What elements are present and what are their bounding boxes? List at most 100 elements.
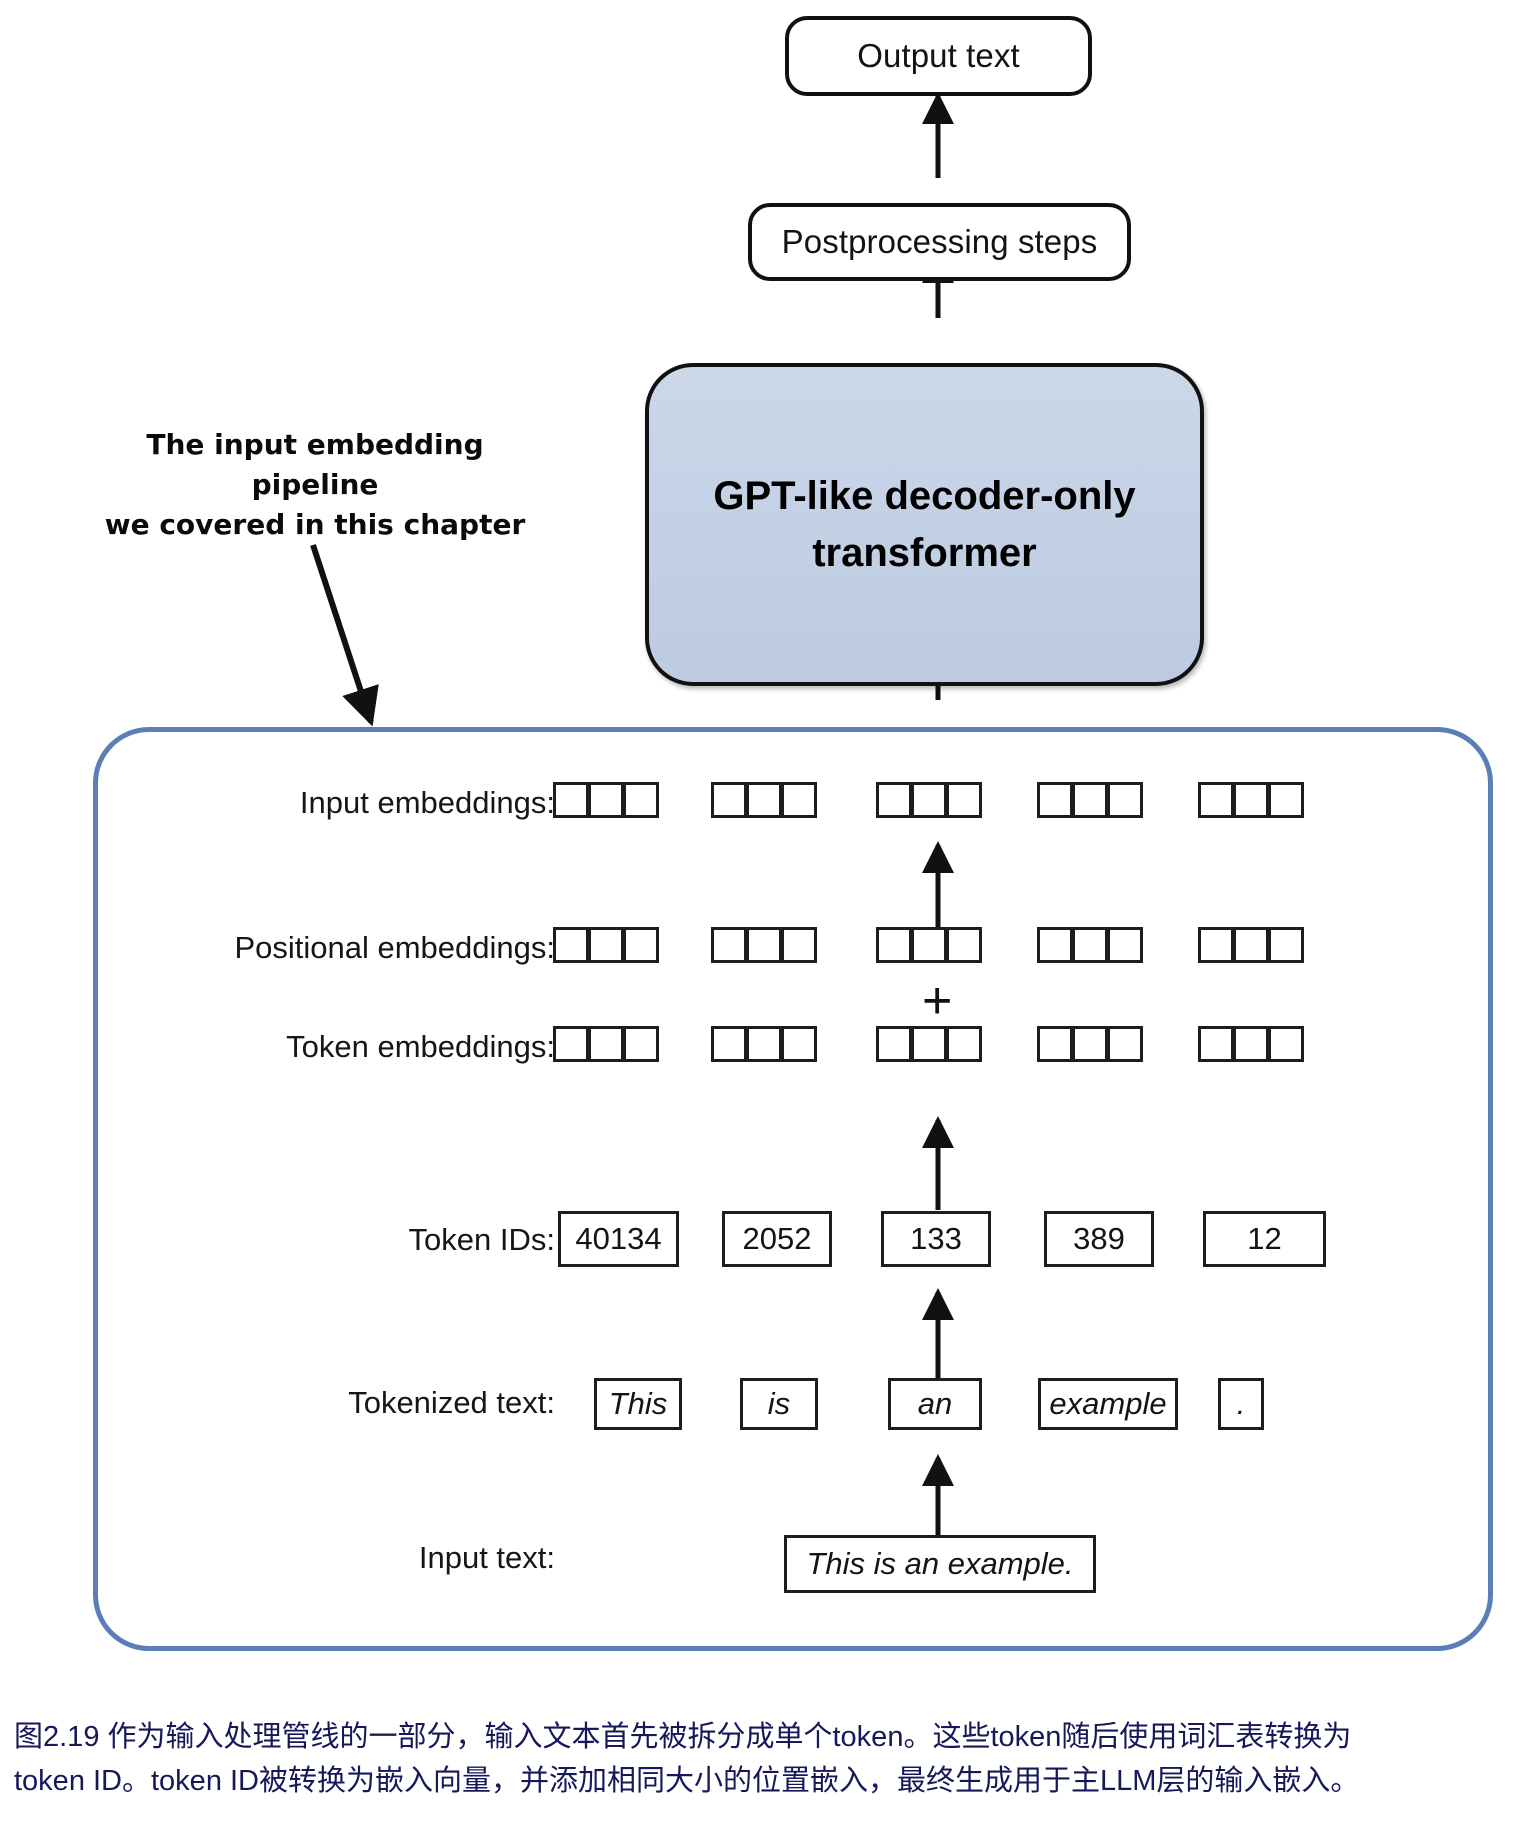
- gpt-transformer-box[interactable]: GPT-like decoder-only transformer: [645, 363, 1204, 686]
- token-box-2: an: [888, 1378, 982, 1430]
- token-value: This: [608, 1386, 668, 1421]
- embedding-cell: [746, 927, 782, 963]
- row-label-input-text: Input text:: [418, 1540, 555, 1575]
- token-box-1: is: [740, 1378, 818, 1430]
- embedding-cell: [781, 927, 817, 963]
- embedding-cell: [876, 782, 912, 818]
- embedding-cell: [1233, 927, 1269, 963]
- input-embedding-pipeline-container: [93, 727, 1493, 1651]
- token-value: an: [917, 1386, 953, 1421]
- input-embeddings-group-2: [876, 782, 982, 818]
- input-embeddings-group-4: [1198, 782, 1304, 818]
- embedding-cell: [711, 782, 747, 818]
- token-id-box-3: 389: [1044, 1211, 1154, 1267]
- token-box-3: example: [1038, 1378, 1178, 1430]
- embedding-cell: [1107, 1026, 1143, 1062]
- embedding-cell: [553, 782, 589, 818]
- embedding-cell: [876, 927, 912, 963]
- positional-embeddings-group-1: [711, 927, 817, 963]
- embedding-cell: [1037, 927, 1073, 963]
- token-id-box-0: 40134: [558, 1211, 679, 1267]
- embedding-cell: [1268, 782, 1304, 818]
- token-id-box-2: 133: [881, 1211, 991, 1267]
- embedding-cell: [1198, 927, 1234, 963]
- embedding-cell: [711, 1026, 747, 1062]
- embedding-cell: [1233, 782, 1269, 818]
- input-embeddings-group-3: [1037, 782, 1143, 818]
- input-embeddings-group-0: [553, 782, 659, 818]
- embedding-cell: [911, 782, 947, 818]
- embedding-cell: [781, 1026, 817, 1062]
- embedding-cell: [911, 1026, 947, 1062]
- token-id-value: 2052: [742, 1221, 812, 1256]
- embedding-cell: [553, 1026, 589, 1062]
- token-id-box-4: 12: [1203, 1211, 1326, 1267]
- token-id-value: 40134: [575, 1221, 662, 1256]
- output-text-label: Output text: [857, 37, 1020, 74]
- embedding-cell: [553, 927, 589, 963]
- embedding-cell: [946, 927, 982, 963]
- input-embeddings-group-1: [711, 782, 817, 818]
- positional-embeddings-group-3: [1037, 927, 1143, 963]
- input-text-box: This is an example.: [784, 1535, 1096, 1593]
- positional-embeddings-group-0: [553, 927, 659, 963]
- embedding-cell: [588, 782, 624, 818]
- token-value: .: [1236, 1386, 1246, 1421]
- row-label-token-ids: Token IDs:: [408, 1222, 555, 1257]
- output-text-box[interactable]: Output text: [785, 16, 1092, 96]
- pipeline-callout-text: The input embedding pipeline we covered …: [104, 428, 526, 541]
- embedding-cell: [711, 927, 747, 963]
- positional-embeddings-group-2: [876, 927, 982, 963]
- postprocessing-box[interactable]: Postprocessing steps: [748, 203, 1131, 281]
- embedding-cell: [1037, 1026, 1073, 1062]
- embedding-cell: [1072, 1026, 1108, 1062]
- embedding-cell: [1268, 927, 1304, 963]
- embedding-cell: [781, 782, 817, 818]
- embedding-cell: [623, 1026, 659, 1062]
- embedding-cell: [623, 927, 659, 963]
- embedding-cell: [946, 782, 982, 818]
- embedding-cell: [1198, 1026, 1234, 1062]
- token-embeddings-group-1: [711, 1026, 817, 1062]
- token-box-0: This: [594, 1378, 682, 1430]
- arrow-callout-to-pipeline: [310, 544, 379, 727]
- embedding-cell: [746, 1026, 782, 1062]
- token-id-value: 133: [910, 1221, 962, 1256]
- caption-line-2: token ID。token ID被转换为嵌入向量，并添加相同大小的位置嵌入，最…: [14, 1765, 1360, 1798]
- embedding-cell: [623, 782, 659, 818]
- input-text-value: This is an example.: [806, 1546, 1074, 1581]
- embedding-cell: [946, 1026, 982, 1062]
- row-label-tokenized-text: Tokenized text:: [348, 1385, 555, 1420]
- embedding-cell: [1107, 782, 1143, 818]
- row-label-positional-embeddings: Positional embeddings:: [234, 930, 555, 965]
- plus-operator: +: [922, 972, 953, 1030]
- token-embeddings-group-2: [876, 1026, 982, 1062]
- embedding-cell: [1072, 927, 1108, 963]
- figure-caption: 图2.19 作为输入处理管线的一部分，输入文本首先被拆分成单个token。这些t…: [14, 1715, 1504, 1803]
- transformer-label: GPT-like decoder-only transformer: [713, 473, 1136, 575]
- token-id-value: 389: [1073, 1221, 1125, 1256]
- embedding-cell: [588, 1026, 624, 1062]
- postprocessing-label: Postprocessing steps: [781, 223, 1098, 260]
- row-label-token-embeddings: Token embeddings:: [286, 1029, 555, 1064]
- token-id-box-1: 2052: [722, 1211, 832, 1267]
- token-embeddings-group-0: [553, 1026, 659, 1062]
- token-value: is: [767, 1386, 791, 1421]
- token-embeddings-group-4: [1198, 1026, 1304, 1062]
- token-id-value: 12: [1247, 1221, 1282, 1256]
- token-box-4: .: [1218, 1378, 1264, 1430]
- embedding-cell: [588, 927, 624, 963]
- embedding-cell: [1233, 1026, 1269, 1062]
- embedding-cell: [746, 782, 782, 818]
- embedding-cell: [1037, 782, 1073, 818]
- token-value: example: [1049, 1386, 1167, 1421]
- positional-embeddings-group-4: [1198, 927, 1304, 963]
- embedding-cell: [1107, 927, 1143, 963]
- embedding-cell: [876, 1026, 912, 1062]
- token-embeddings-group-3: [1037, 1026, 1143, 1062]
- caption-line-1: 图2.19 作为输入处理管线的一部分，输入文本首先被拆分成单个token。这些t…: [14, 1721, 1352, 1753]
- row-label-input-embeddings: Input embeddings:: [299, 785, 555, 820]
- embedding-cell: [1198, 782, 1234, 818]
- embedding-cell: [911, 927, 947, 963]
